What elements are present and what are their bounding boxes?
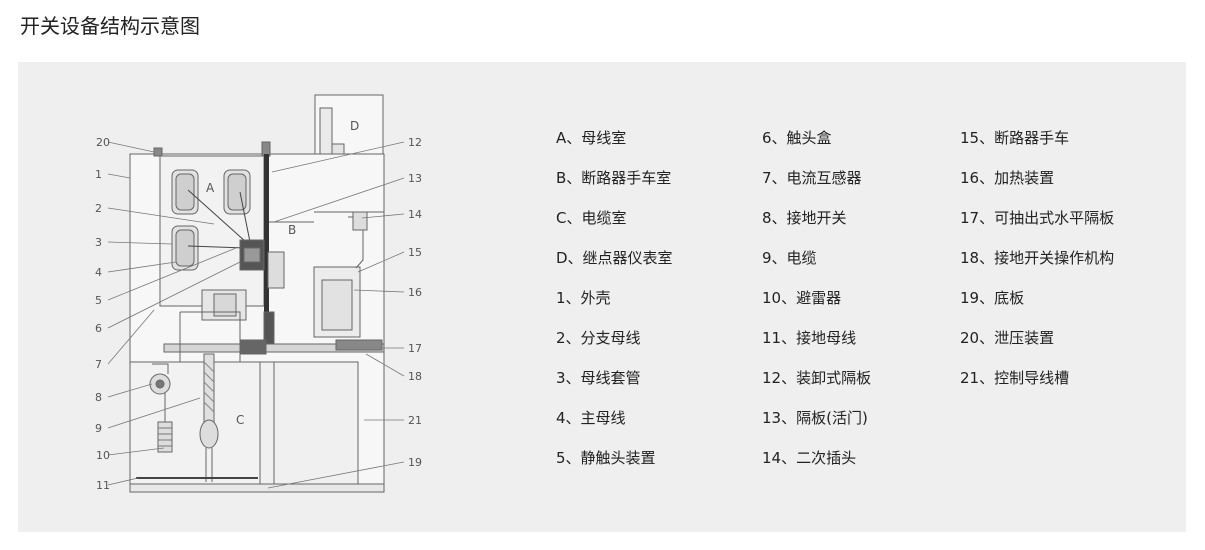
label-compartment-b: B: [288, 223, 296, 237]
legend-item: 6、触头盒: [762, 129, 832, 147]
switchgear-structure-diagram: A B C D 20 1 2 3 4 5 6 7: [95, 94, 422, 493]
legend-item: C、电缆室: [556, 209, 627, 227]
callout-12: 12: [408, 136, 422, 149]
legend-item: 2、分支母线: [556, 329, 641, 347]
legend-item: 3、母线套管: [556, 369, 641, 387]
callout-19: 19: [408, 456, 422, 469]
callout-6: 6: [95, 322, 102, 335]
legend-item: A、母线室: [556, 129, 627, 147]
legend-item: 13、隔板(活门): [762, 409, 868, 427]
legend-item: 16、加热装置: [960, 169, 1055, 187]
callout-16: 16: [408, 286, 422, 299]
callout-5: 5: [95, 294, 102, 307]
cable: [203, 353, 215, 425]
callout-1: 1: [95, 168, 102, 181]
removable-partition: [264, 154, 269, 352]
legend-item: B、断路器手车室: [556, 169, 672, 187]
callout-17: 17: [408, 342, 422, 355]
callout-11: 11: [96, 479, 110, 492]
legend-item: 8、接地开关: [762, 209, 847, 227]
label-compartment-a: A: [206, 181, 215, 195]
legend-item: 14、二次插头: [762, 449, 857, 467]
legend-item: 18、接地开关操作机构: [960, 249, 1115, 267]
legend-item: 19、底板: [960, 289, 1025, 307]
legend-item: 12、装卸式隔板: [762, 369, 872, 387]
callout-10: 10: [96, 449, 110, 462]
diagram-panel: A B C D 20 1 2 3 4 5 6 7: [18, 62, 1186, 532]
callout-2: 2: [95, 202, 102, 215]
legend-column-3: 15、断路器手车 16、加热装置 17、可抽出式水平隔板 18、接地开关操作机构…: [960, 127, 1114, 407]
callout-20: 20: [96, 136, 110, 149]
legend-item: 9、电缆: [762, 249, 817, 267]
legend-column-2: 6、触头盒 7、电流互感器 8、接地开关 9、电缆 10、避雷器 11、接地母线…: [762, 127, 871, 487]
callout-3: 3: [95, 236, 102, 249]
label-compartment-c: C: [236, 413, 244, 427]
legend-item: 5、静触头装置: [556, 449, 656, 467]
legend-item: 20、泄压装置: [960, 329, 1055, 347]
legend-column-1: A、母线室 B、断路器手车室 C、电缆室 D、继点器仪表室 1、外壳 2、分支母…: [556, 127, 673, 487]
legend-item: 4、主母线: [556, 409, 626, 427]
callout-8: 8: [95, 391, 102, 404]
legend-item: 11、接地母线: [762, 329, 857, 347]
legend-item: 15、断路器手车: [960, 129, 1070, 147]
page-title: 开关设备结构示意图: [20, 14, 200, 38]
callout-13: 13: [408, 172, 422, 185]
callout-4: 4: [95, 266, 102, 279]
label-compartment-d: D: [350, 119, 359, 133]
callout-7: 7: [95, 358, 102, 371]
legend-item: 17、可抽出式水平隔板: [960, 209, 1115, 227]
surge-arrester: [157, 421, 173, 453]
callout-14: 14: [408, 208, 422, 221]
callout-9: 9: [95, 422, 102, 435]
legend-item: 10、避雷器: [762, 289, 842, 307]
legend-item: 1、外壳: [556, 289, 611, 307]
callout-21: 21: [408, 414, 422, 427]
callout-15: 15: [408, 246, 422, 259]
legend-item: 7、电流互感器: [762, 169, 862, 187]
legend-item: 21、控制导线槽: [960, 369, 1070, 387]
callout-18: 18: [408, 370, 422, 383]
legend-item: D、继点器仪表室: [556, 249, 673, 267]
